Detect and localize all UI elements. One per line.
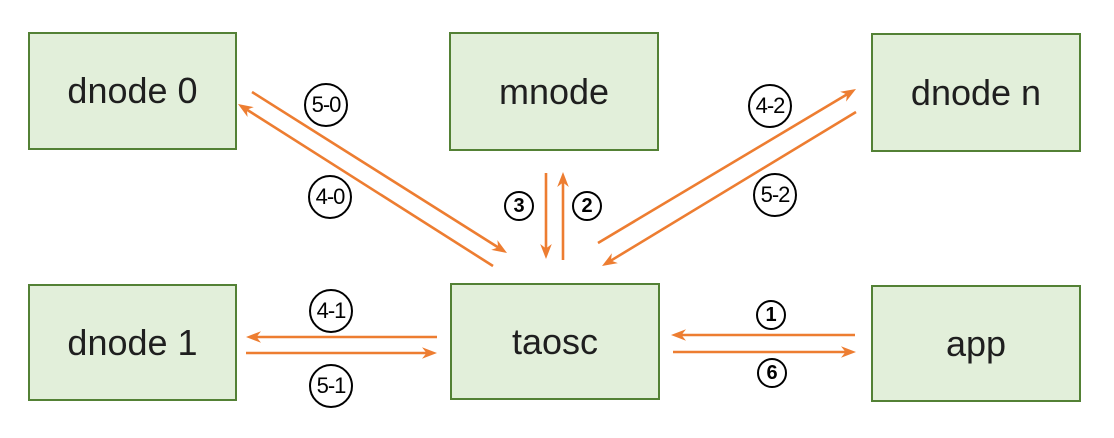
node-dnoden-label: dnode n	[910, 71, 1042, 113]
node-app-label: app	[945, 322, 1007, 364]
node-dnode1: dnode 1	[28, 284, 237, 401]
step-label-5-2: 5-2	[753, 173, 797, 217]
step-label-4-0: 4-0	[308, 175, 352, 219]
arrow-dnode0-to-taosc	[251, 90, 507, 253]
node-dnode0: dnode 0	[28, 32, 237, 150]
arrow-dnoden-to-taosc	[602, 110, 857, 266]
node-taosc-label: taosc	[511, 320, 599, 362]
arrow-app-to-taosc	[671, 329, 855, 341]
node-dnode1-label: dnode 1	[67, 321, 198, 363]
step-label-4-1: 4-1	[309, 289, 353, 333]
arrow-dnode1-to-taosc	[246, 347, 437, 359]
step-label-3: 3	[504, 191, 534, 221]
arrow-taosc-to-mnode	[557, 172, 569, 260]
step-label-5-1: 5-1	[309, 364, 353, 408]
arrow-taosc-to-dnoden	[597, 89, 856, 245]
arrow-taosc-to-dnode0	[238, 104, 494, 268]
step-label-4-2: 4-2	[748, 84, 792, 128]
step-label-5-0: 5-0	[304, 83, 348, 127]
node-mnode: mnode	[449, 32, 659, 151]
arrow-taosc-to-app	[673, 346, 856, 358]
node-dnode0-label: dnode 0	[67, 70, 198, 111]
arrow-taosc-to-dnode1	[246, 331, 437, 343]
node-mnode-label: mnode	[498, 70, 610, 112]
step-label-6: 6	[757, 358, 787, 388]
node-dnoden: dnode n	[871, 33, 1081, 152]
node-app: app	[871, 285, 1081, 402]
step-label-2: 2	[572, 191, 602, 221]
arrow-mnode-to-taosc	[540, 173, 552, 259]
node-taosc: taosc	[450, 283, 660, 400]
step-label-1: 1	[756, 300, 786, 330]
